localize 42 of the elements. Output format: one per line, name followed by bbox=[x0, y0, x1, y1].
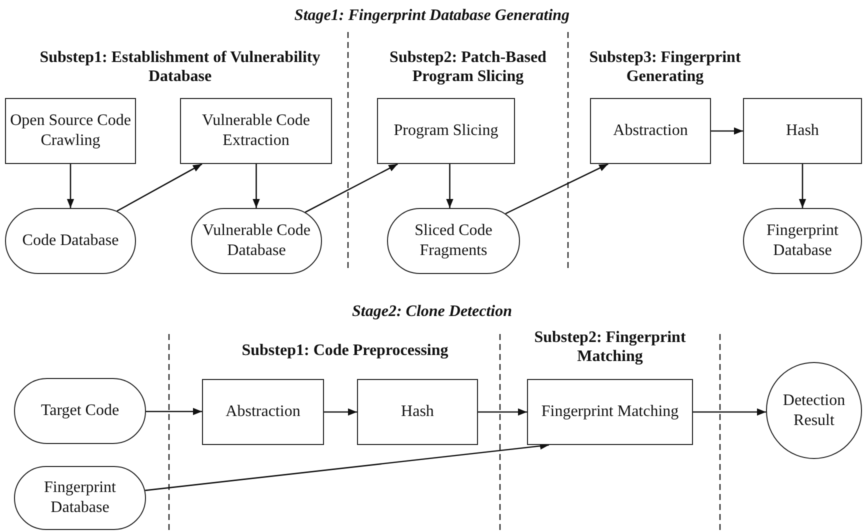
process-box bbox=[590, 98, 711, 164]
arrow bbox=[798, 164, 806, 208]
node-label: Vulnerable Code Extraction bbox=[201, 111, 311, 151]
node-label: Fingerprint Database bbox=[43, 478, 117, 518]
arrow bbox=[324, 408, 357, 416]
node-label: Sliced Code Fragments bbox=[414, 221, 494, 261]
arrow bbox=[711, 127, 743, 135]
arrow bbox=[505, 163, 608, 214]
node-label: Code Database bbox=[21, 231, 120, 251]
substep-heading: Substep3: Fingerprint Generating bbox=[588, 48, 742, 86]
node-label: Open Source Code Crawling bbox=[9, 111, 132, 151]
node-label: Hash bbox=[785, 121, 820, 141]
process-box bbox=[202, 379, 324, 445]
process-box bbox=[5, 98, 136, 164]
process-box bbox=[527, 379, 693, 445]
arrow bbox=[252, 164, 260, 208]
arrow bbox=[478, 408, 527, 416]
arrow bbox=[304, 163, 398, 213]
node-label: Target Code bbox=[40, 401, 120, 421]
node-label: Fingerprint Database bbox=[766, 221, 840, 261]
arrow bbox=[146, 408, 202, 416]
arrow bbox=[116, 163, 202, 212]
arrow bbox=[66, 164, 74, 208]
process-box bbox=[743, 98, 862, 164]
stage-title: Stage2: Clone Detection bbox=[351, 302, 513, 321]
node-label: Fingerprint Matching bbox=[540, 402, 680, 422]
substep-heading: Substep2: Fingerprint Matching bbox=[533, 328, 687, 366]
node-label: Hash bbox=[400, 402, 435, 422]
substep-heading: Substep1: Establishment of Vulnerability Database bbox=[38, 48, 322, 86]
process-box bbox=[377, 98, 515, 164]
substep-heading: Substep1: Code Preprocessing bbox=[240, 341, 450, 360]
process-box bbox=[180, 98, 332, 164]
process-box bbox=[357, 379, 478, 445]
arrow bbox=[693, 408, 766, 416]
node-label: Abstraction bbox=[612, 121, 689, 141]
node-label: Program Slicing bbox=[392, 121, 500, 141]
node-label: Detection Result bbox=[782, 390, 846, 430]
substep-heading: Substep2: Patch-Based Program Slicing bbox=[388, 48, 548, 86]
arrow bbox=[446, 164, 454, 208]
node-label: Abstraction bbox=[224, 402, 302, 422]
stage-title: Stage1: Fingerprint Database Generating bbox=[293, 6, 571, 25]
node-label: Vulnerable Code Database bbox=[202, 221, 312, 261]
